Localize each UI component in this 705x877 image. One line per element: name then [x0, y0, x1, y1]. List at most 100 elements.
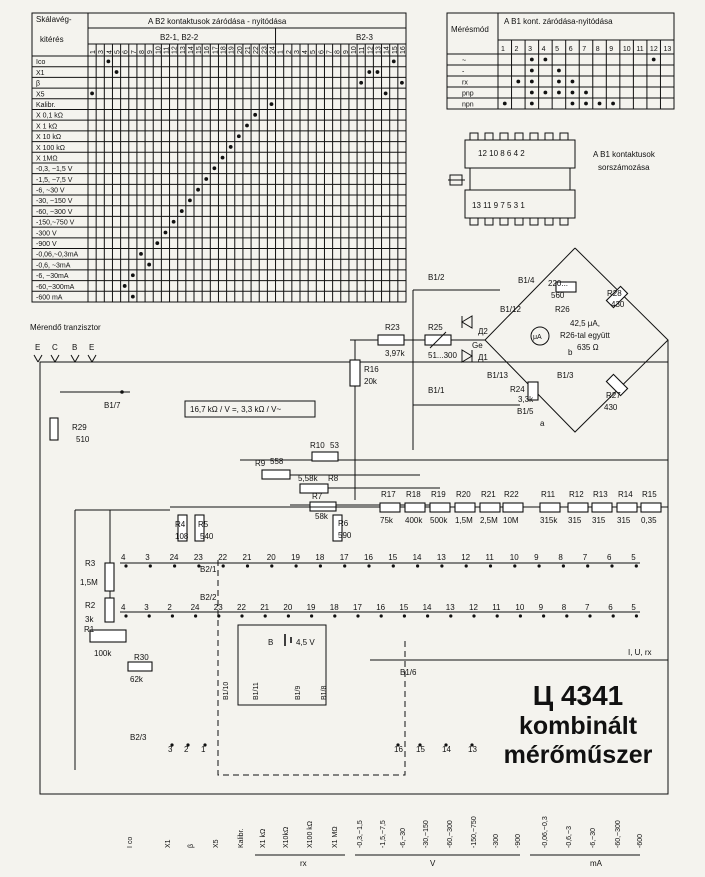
switch-contact-11: 11	[486, 553, 495, 562]
left-contact-number: 22	[253, 46, 260, 54]
b1-caption-2: sorszámozása	[598, 163, 650, 172]
b19-label: B1/9	[295, 685, 302, 700]
switch-contact-22: 22	[237, 603, 246, 612]
left-contact-number: 10	[351, 46, 358, 54]
left-row-label: -300 V	[36, 230, 57, 237]
r24-label: R24	[510, 385, 525, 394]
left-contact-number: 1	[90, 50, 97, 54]
table-dot	[236, 134, 241, 139]
table-dot	[122, 284, 127, 288]
left-contact-number: 8	[139, 50, 146, 54]
switch-contact-9: 9	[534, 553, 539, 562]
left-row-label: Ico	[36, 59, 45, 66]
left-contact-number: 3	[98, 50, 105, 54]
switch-contact-13: 13	[437, 553, 446, 562]
r7-value: 58k	[315, 512, 329, 521]
bottom-label: X100 kΩ	[307, 821, 314, 848]
b1-caption-1: A B1 kontaktusok	[593, 150, 656, 159]
left-contact-number: 9	[147, 50, 154, 54]
bottom-label: -0,06,~0,3	[542, 816, 549, 848]
r24-value: 3,3k	[518, 395, 534, 404]
right-contact-number: 2	[515, 46, 519, 53]
left-contact-number: 14	[384, 46, 391, 54]
selector-contact-1: 1	[201, 745, 206, 754]
b17-label: B1/7	[104, 401, 121, 410]
right-contact-number: 12	[650, 46, 658, 53]
left-row-label: -1,5, ~7,5 V	[36, 177, 73, 184]
bottom-label: -6,~30	[400, 828, 407, 848]
table-dot	[196, 187, 200, 192]
switch-contact-5: 5	[631, 553, 636, 562]
bottom-label: -0,3,~1,5	[357, 820, 364, 848]
right-contact-number: 6	[569, 46, 573, 53]
left-contact-number: 16	[400, 46, 407, 54]
left-contact-number: 4	[302, 50, 309, 54]
left-row-label: X1	[36, 70, 45, 77]
left-contact-number: 16	[204, 46, 211, 54]
r4-label: R4	[175, 520, 186, 529]
table-dot	[375, 70, 380, 74]
left-row-label: -0,06,~0,3mA	[36, 252, 79, 259]
battery-voltage: 4,5 V	[296, 638, 315, 647]
r11-value: 315k	[540, 516, 558, 525]
bottom-label: -6,~30	[590, 828, 597, 848]
switch-contact-9: 9	[539, 603, 544, 612]
left-contact-number: 15	[196, 46, 203, 54]
r16-value: 20k	[364, 377, 378, 386]
iur-label: I, U, rx	[628, 648, 652, 657]
table-dot	[130, 273, 135, 278]
bottom-label: -600	[637, 834, 644, 848]
r26-label: R26	[555, 305, 570, 314]
bottom-label: -300	[493, 834, 500, 848]
left-row-label: Kalibr.	[36, 102, 56, 109]
left-contact-number: 13	[180, 46, 187, 54]
switch-contact-3: 3	[145, 553, 150, 562]
r21-label: R21	[481, 490, 496, 499]
left-row-label: -60, ~300 V	[36, 209, 73, 216]
switch-contact-20: 20	[283, 603, 292, 612]
bridge-b-label: b	[568, 348, 573, 357]
right-contact-number: 3	[528, 46, 532, 53]
switch-contact-16: 16	[364, 553, 373, 562]
left-contact-number: 10	[155, 46, 162, 54]
selector-contact-3: 3	[168, 745, 173, 754]
b23-label: B2/3	[130, 733, 147, 742]
left-table-dots	[90, 59, 404, 299]
r26-value-2: 560	[551, 291, 565, 300]
switch-contact-12: 12	[469, 603, 478, 612]
table-dot	[245, 123, 249, 128]
title-block: Ц 4341 kombinált mérőműszer	[468, 680, 688, 770]
switch-contact-21: 21	[260, 603, 269, 612]
left-contact-number: 6	[318, 50, 325, 54]
bottom-label: -900	[515, 834, 522, 848]
bottom-label: -60,~300	[447, 820, 454, 848]
bottom-label: X10kΩ	[283, 827, 290, 848]
r29-value: 510	[76, 435, 90, 444]
b1-contact-teeth	[469, 132, 569, 226]
r29-label: R29	[72, 423, 87, 432]
r16-label: R16	[364, 365, 379, 374]
left-row-label: -600 mA	[36, 295, 63, 302]
bottom-label: X1	[165, 839, 172, 848]
table-dot	[529, 101, 534, 106]
table-dot	[220, 155, 225, 160]
r20-body	[454, 502, 476, 513]
r30-label: R30	[134, 653, 149, 662]
switch-contact-15: 15	[388, 553, 397, 562]
title-line3: mérőműszer	[503, 740, 653, 769]
switch-contact-10: 10	[515, 603, 524, 612]
left-contact-number: 15	[392, 46, 399, 54]
left-row-label: X 10 kΩ	[36, 134, 61, 141]
r27-value: 430	[604, 403, 618, 412]
left-contact-number: 24	[269, 46, 276, 54]
right-row-label: pnp	[462, 91, 474, 98]
table-dot	[179, 209, 184, 213]
switch-contact-14: 14	[423, 603, 432, 612]
b1-top-numbers: 12 10 8 6 4 2	[478, 149, 525, 158]
table-dot	[253, 112, 258, 117]
switch-contact-21: 21	[243, 553, 252, 562]
